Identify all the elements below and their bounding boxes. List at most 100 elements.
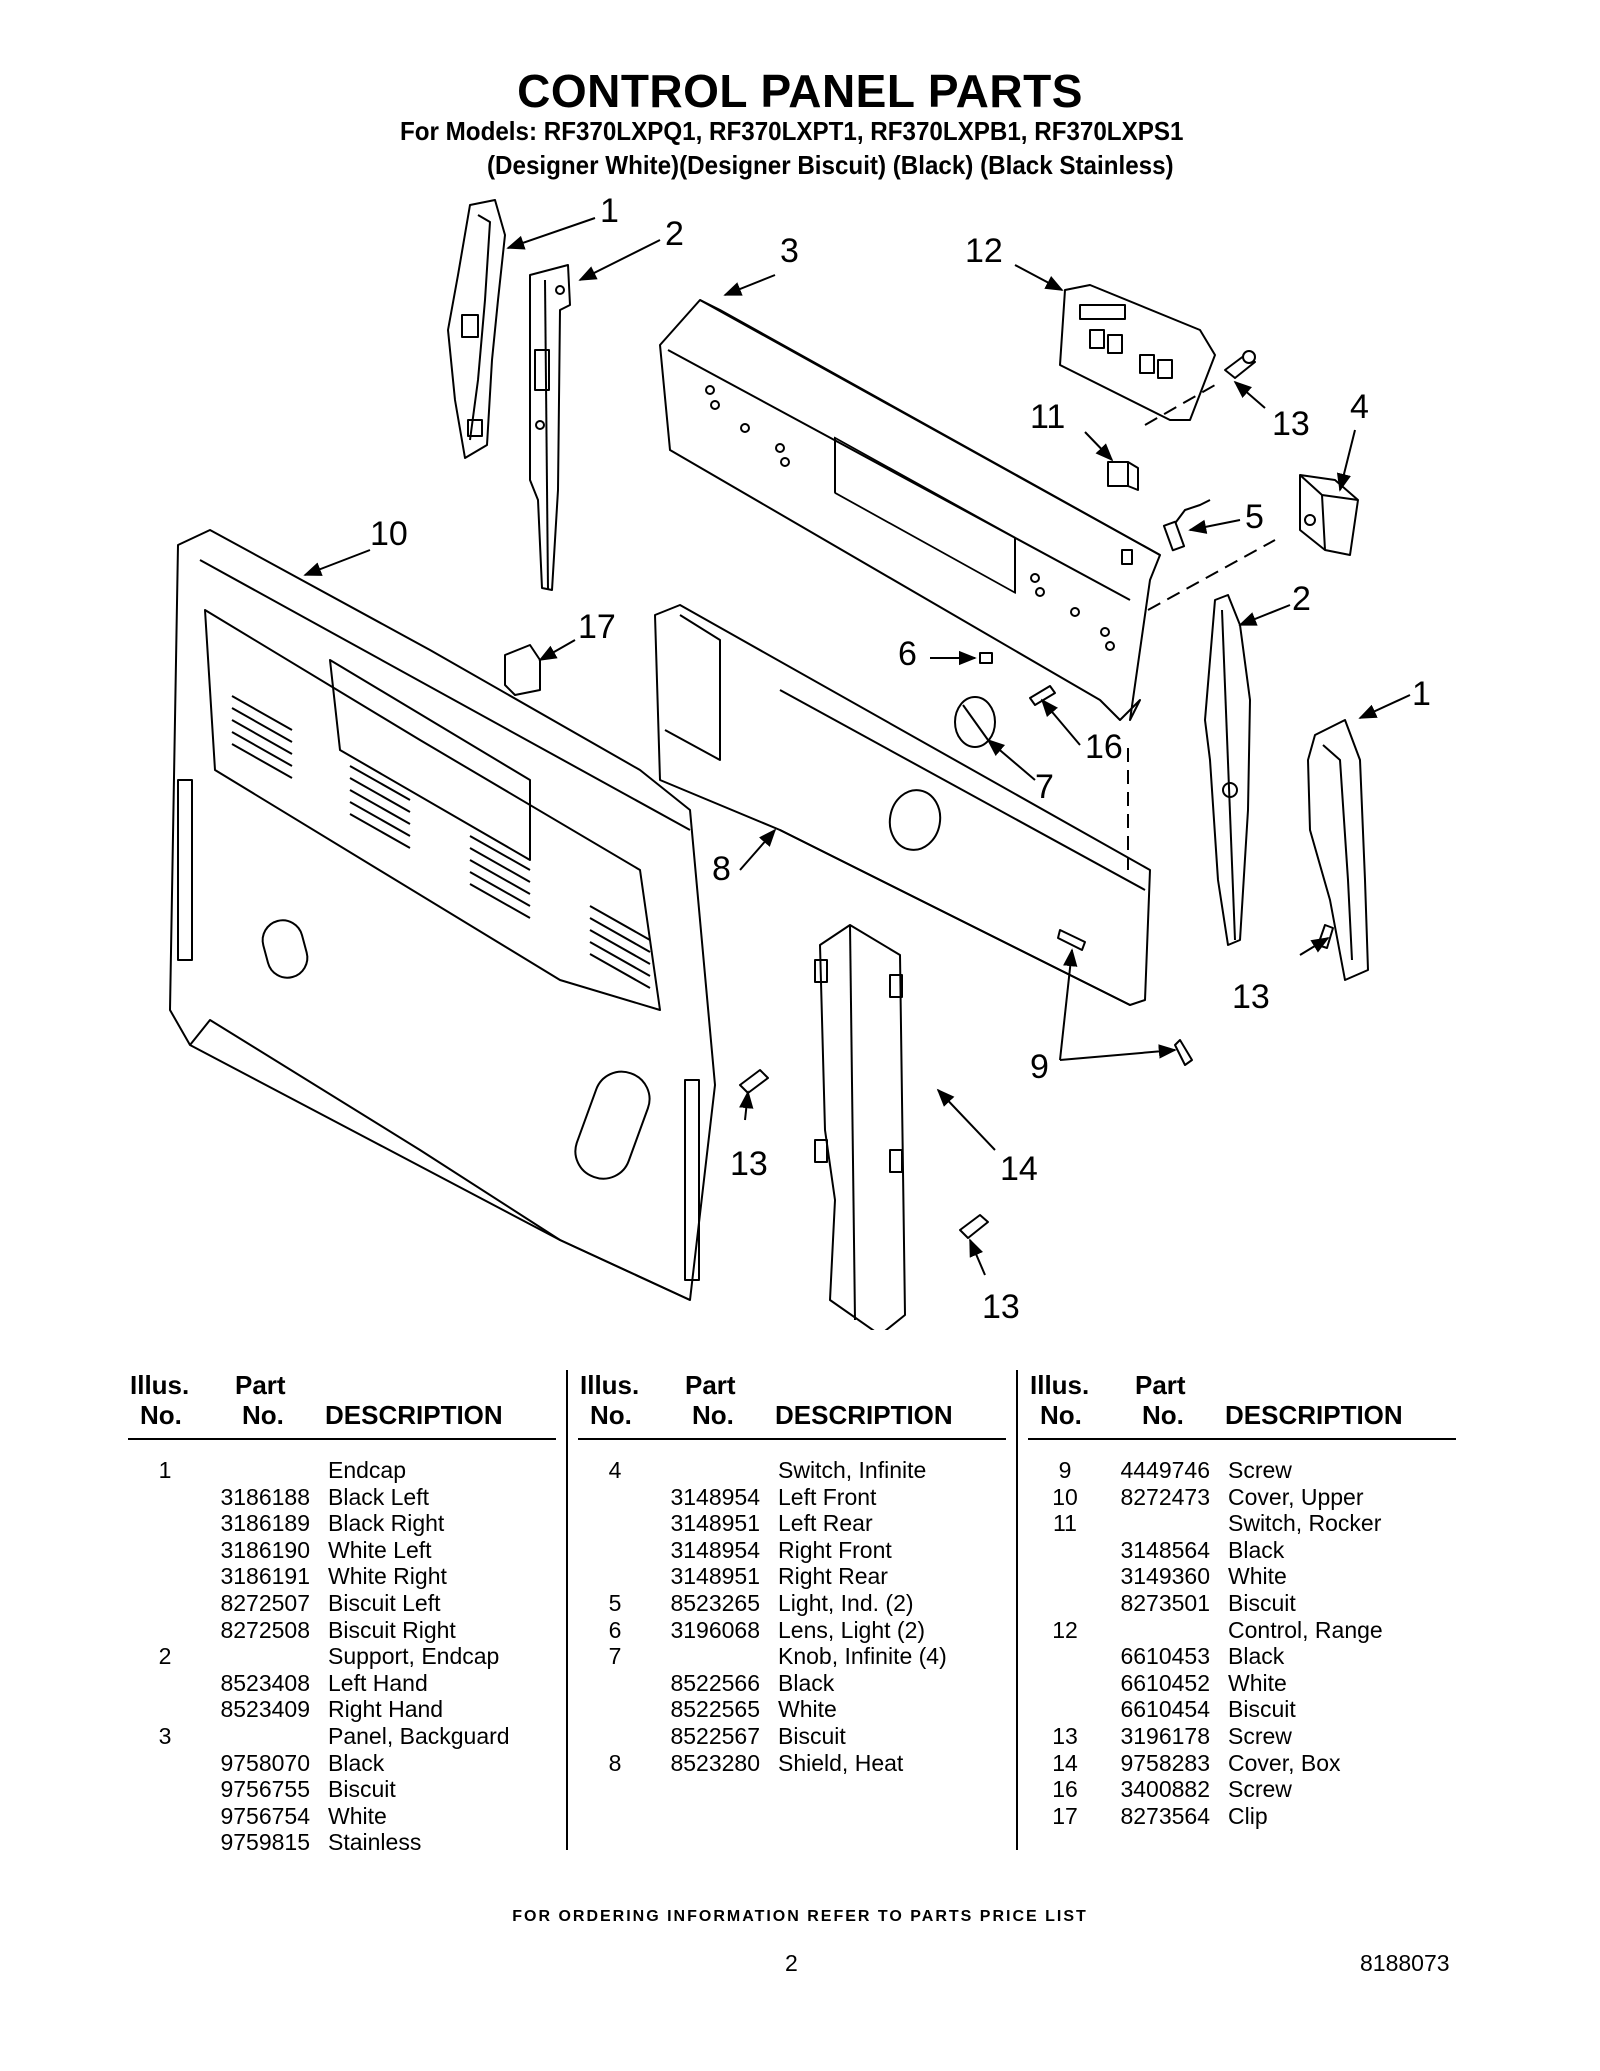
exploded-parts-diagram: 1 2 3 12 13 4 11 5 10 2 17 6 1 16 7 8 13… xyxy=(169,192,1431,1330)
callout-2-right: 2 xyxy=(1292,580,1311,618)
callout-1-right: 1 xyxy=(1412,675,1431,713)
indicator-light-part xyxy=(1162,499,1211,552)
ordering-note: FOR ORDERING INFORMATION REFER TO PARTS … xyxy=(512,1908,1088,1925)
callout-11: 11 xyxy=(1030,398,1065,436)
range-control-part xyxy=(1059,284,1216,421)
rocker-switch-part xyxy=(1107,461,1139,491)
callout-1-top: 1 xyxy=(600,192,619,230)
callout-8: 8 xyxy=(712,850,731,888)
endcap-left-part xyxy=(447,199,506,459)
clip-part xyxy=(504,644,541,696)
endcap-right-part xyxy=(1307,719,1369,981)
callout-12: 12 xyxy=(965,232,1003,270)
infinite-knob-part xyxy=(954,696,996,748)
header-part-no-1: No. xyxy=(242,1400,284,1430)
callout-10: 10 xyxy=(370,515,408,553)
callout-13-right: 13 xyxy=(1232,978,1270,1016)
callout-13-bottom: 13 xyxy=(982,1288,1020,1326)
header-illus-no-2: No. xyxy=(590,1400,632,1430)
screw-9-parts xyxy=(1057,929,1193,1066)
column-divider-2 xyxy=(1016,1370,1018,1850)
header-illus-1: Illus. xyxy=(130,1370,190,1400)
header-illus-2: Illus. xyxy=(580,1370,640,1400)
page-number: 2 xyxy=(785,1950,798,1976)
callout-13-control: 13 xyxy=(1272,405,1310,443)
callout-14: 14 xyxy=(1000,1150,1038,1188)
header-part-no-3: No. xyxy=(1142,1400,1184,1430)
callout-16: 16 xyxy=(1085,728,1123,766)
header-part-1: Part xyxy=(235,1370,286,1400)
model-list: For Models: RF370LXPQ1, RF370LXPT1, RF37… xyxy=(400,116,1184,146)
header-rule-3 xyxy=(1028,1438,1456,1440)
header-part-2: Part xyxy=(685,1370,736,1400)
screw-16-part xyxy=(1029,685,1056,706)
callout-3: 3 xyxy=(780,232,799,270)
column-divider-1 xyxy=(566,1370,568,1850)
box-cover-part xyxy=(814,924,906,1330)
upper-cover-part xyxy=(169,529,716,1301)
model-colors: (Designer White)(Designer Biscuit) (Blac… xyxy=(487,150,1174,180)
callout-9: 9 xyxy=(1030,1048,1049,1086)
callout-6: 6 xyxy=(898,635,917,673)
screw-13a-part xyxy=(1224,350,1256,379)
light-lens-part xyxy=(979,652,993,664)
header-rule-1 xyxy=(128,1438,556,1440)
backguard-panel-part xyxy=(659,299,1161,721)
header-rule-2 xyxy=(578,1438,1006,1440)
header-illus-no-1: No. xyxy=(140,1400,182,1430)
header-part-3: Part xyxy=(1135,1370,1186,1400)
document-number: 8188073 xyxy=(1360,1950,1450,1976)
callout-5: 5 xyxy=(1245,498,1264,536)
screw-13b-part xyxy=(1317,924,1334,949)
callout-2-top: 2 xyxy=(665,215,684,253)
header-part-no-2: No. xyxy=(692,1400,734,1430)
infinite-switch-part xyxy=(1299,474,1359,556)
support-endcap-left-part xyxy=(529,264,571,591)
callout-17: 17 xyxy=(578,608,616,646)
screw-13c-part xyxy=(739,1069,769,1094)
page-title: CONTROL PANEL PARTS xyxy=(517,65,1083,117)
header-illus-no-3: No. xyxy=(1040,1400,1082,1430)
header-description-2: DESCRIPTION xyxy=(775,1400,953,1430)
screw-13d-part xyxy=(959,1214,989,1239)
support-endcap-right-part xyxy=(1204,594,1251,946)
